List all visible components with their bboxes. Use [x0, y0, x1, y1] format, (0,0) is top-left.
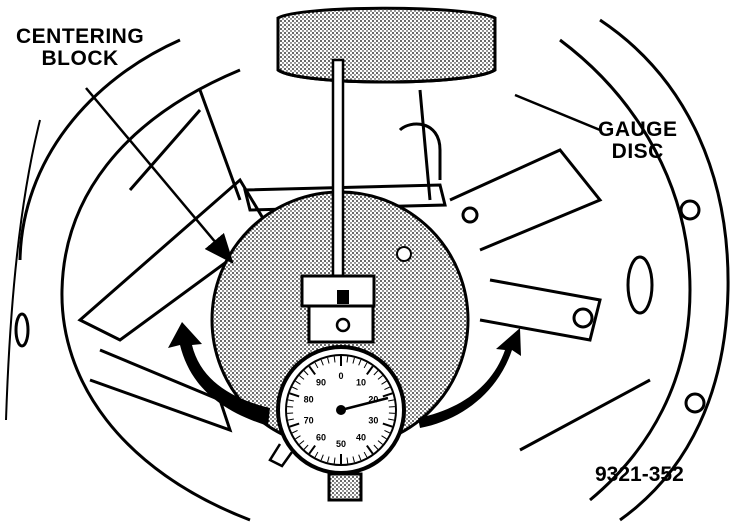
dial-tick [299, 440, 305, 445]
dial-number: 50 [336, 439, 346, 449]
dial-tick [299, 375, 305, 380]
carrier-spokes [77, 89, 651, 452]
dial-number: 70 [304, 416, 314, 426]
outer-housing [5, 18, 730, 522]
dial-tick [366, 365, 374, 375]
dial-tick [384, 429, 391, 434]
dial-tick [295, 435, 301, 440]
dial-tick [346, 356, 349, 363]
gauge-disc-leader [514, 93, 601, 132]
dial-tick [346, 457, 349, 464]
dial-tick [381, 435, 387, 440]
dial-tick [333, 457, 336, 464]
figure-number: 9321-352 [595, 463, 684, 486]
arrow-left [168, 322, 270, 426]
dial-tick [366, 445, 374, 455]
dial-ticks [287, 356, 395, 464]
dial-tick [289, 422, 300, 428]
clamp-block [300, 274, 376, 344]
housing-bolts [14, 199, 706, 414]
rotation-arrows [168, 322, 521, 428]
dial-tick [382, 392, 393, 398]
dial-tick [381, 380, 387, 385]
dial-tick [358, 359, 362, 366]
dial-number: 60 [316, 433, 326, 443]
label-gauge-disc: GAUGE DISC [598, 118, 678, 163]
dial-number: 10 [356, 377, 366, 387]
dial-tick [308, 365, 316, 375]
dial-tick [363, 362, 368, 369]
dial-tick [291, 386, 298, 391]
dial-number: 30 [368, 416, 378, 426]
dial-tick [291, 429, 298, 434]
dial-tick [287, 418, 294, 421]
dial-tick [303, 370, 309, 376]
dial-needle [340, 396, 389, 412]
dial-tick [377, 440, 383, 445]
dial-tick [388, 418, 395, 421]
dial-number: 20 [368, 394, 378, 404]
dial-tick [289, 392, 300, 398]
dial-tick [303, 444, 309, 450]
dial-tick [295, 380, 301, 385]
leader-lines [85, 87, 601, 264]
dial-tick [308, 445, 316, 455]
arrow-right [418, 328, 521, 428]
centering-block [276, 6, 497, 84]
dial-tick [352, 357, 355, 364]
dial-tick [373, 444, 379, 450]
dial-tick [373, 370, 379, 376]
dial-tick [377, 375, 383, 380]
dial-stem-nut [327, 472, 363, 502]
dial-tick [382, 422, 393, 428]
dial-tick [287, 399, 294, 402]
dial-tick [314, 451, 319, 458]
centering-block-leader [85, 87, 234, 264]
dial-tick [358, 454, 362, 461]
dial-tick [320, 359, 324, 366]
dial-tick [327, 456, 330, 463]
dial-number: 80 [304, 394, 314, 404]
dial-tick [363, 451, 368, 458]
dial-tick [327, 357, 330, 364]
dial-tick [333, 356, 336, 363]
dial-tick [352, 456, 355, 463]
dial-tick [384, 386, 391, 391]
dial-tick [320, 454, 324, 461]
dial-tick [388, 399, 395, 402]
dial-number: 0 [338, 371, 343, 381]
dial-number: 90 [316, 377, 326, 387]
dial-tick [314, 362, 319, 369]
label-centering-block: CENTERING BLOCK [16, 25, 145, 70]
dial-number: 40 [356, 433, 366, 443]
gauge-stem [331, 58, 345, 302]
